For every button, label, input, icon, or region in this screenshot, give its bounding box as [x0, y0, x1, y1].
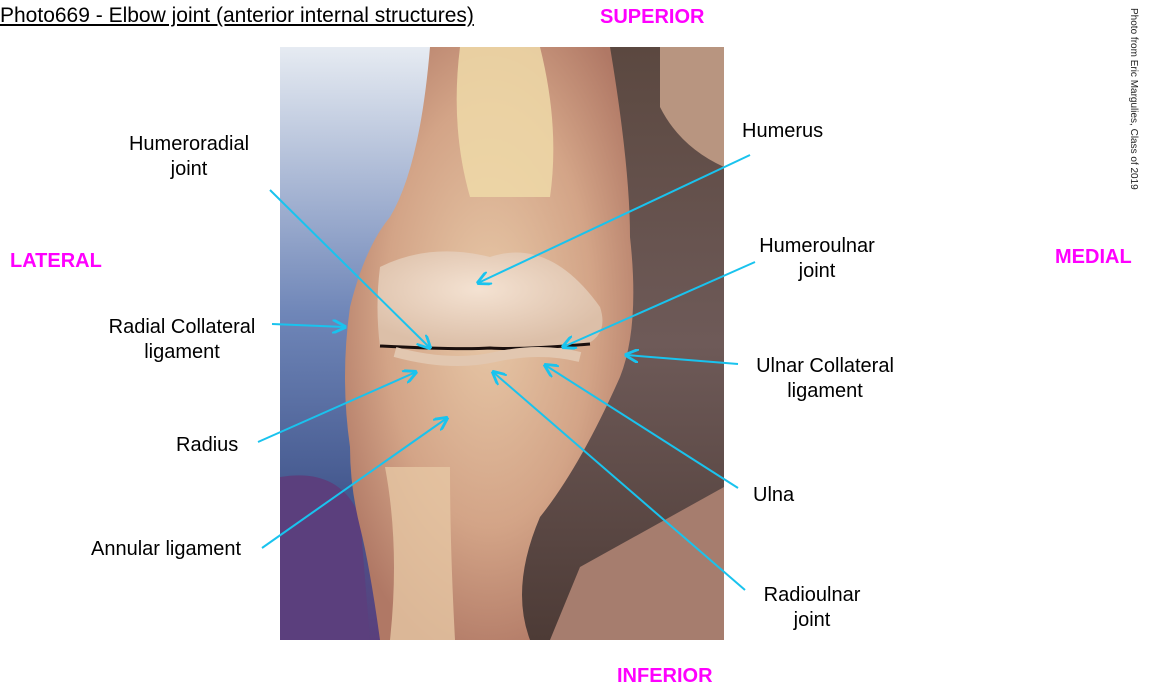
label-line: joint — [798, 260, 836, 282]
photo-credit: Photo from Eric Margulies, Class of 2019 — [1128, 8, 1139, 190]
label-ulnar-collateral-ligament: Ulnar Collateral ligament — [745, 354, 905, 404]
orientation-inferior: INFERIOR — [617, 665, 713, 687]
label-line: Radial Collateral — [108, 316, 256, 338]
label-annular-ligament: Annular ligament — [91, 537, 241, 562]
label-humeroulnar-joint: Humeroulnar joint — [737, 234, 897, 284]
label-ulna: Ulna — [753, 483, 794, 508]
orientation-lateral: LATERAL — [10, 250, 102, 272]
label-humerus: Humerus — [742, 119, 823, 144]
page-title: Photo669 - Elbow joint (anterior interna… — [0, 4, 474, 27]
label-line: Radius — [176, 434, 239, 456]
label-line: Ulna — [753, 484, 795, 506]
label-line: Humeroradial — [128, 133, 250, 155]
label-line: Humeroulnar — [759, 235, 875, 257]
label-line: Humerus — [742, 120, 824, 142]
orientation-superior: SUPERIOR — [600, 6, 705, 28]
label-line: joint — [793, 609, 831, 631]
label-radioulnar-joint: Radioulnar joint — [737, 583, 887, 633]
label-line: Annular ligament — [91, 538, 242, 560]
label-line: Ulnar Collateral — [756, 355, 894, 377]
label-radius: Radius — [176, 433, 238, 458]
elbow-dissection-photo — [280, 47, 724, 640]
orientation-medial: MEDIAL — [1055, 246, 1132, 268]
label-line: Radioulnar — [763, 584, 861, 606]
label-line: joint — [170, 158, 208, 180]
label-line: ligament — [787, 380, 863, 402]
label-humeroradial-joint: Humeroradial joint — [109, 132, 269, 182]
label-radial-collateral-ligament: Radial Collateral ligament — [92, 315, 272, 365]
label-line: ligament — [144, 341, 220, 363]
